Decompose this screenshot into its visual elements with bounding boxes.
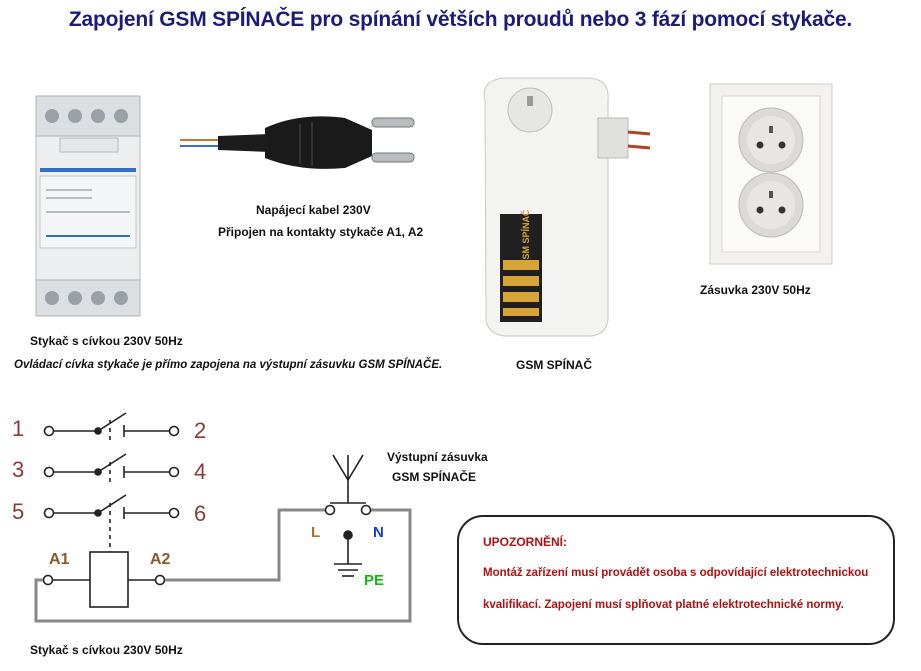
gsm-brand-label: GSM SPÍNAČ (520, 209, 531, 267)
power-cable-image (180, 116, 415, 169)
terminal-label-3: 3 (12, 457, 25, 482)
pin-pe (343, 530, 353, 540)
cable-caption-line2: Připojen na kontakty stykače A1, A2 (218, 225, 424, 239)
pin-label-l: L (311, 524, 321, 541)
warning-line1: Montáž zařízení musí provádět osoba s od… (483, 567, 869, 579)
coil-label-a1: A1 (49, 551, 70, 568)
terminal-label-6: 6 (194, 501, 207, 526)
warning-line2: kvalifikací. Zapojení musí splňovat plat… (483, 599, 844, 611)
output-socket-symbol (324, 454, 372, 577)
gsm-caption: GSM SPÍNAČ (516, 358, 593, 372)
coil-symbol (89, 551, 129, 608)
output-wiring (34, 508, 412, 623)
warning-box: UPOZORNĚNÍ: Montáž zařízení musí provádě… (457, 515, 895, 645)
page-title: Zapojení GSM SPÍNAČE pro spínání větších… (68, 8, 853, 31)
contactor-caption: Stykač s cívkou 230V 50Hz (30, 334, 183, 348)
gsm-switch-image: GSM SPÍNAČ (483, 77, 651, 337)
terminal-label-4: 4 (194, 459, 207, 484)
contactor-image (35, 95, 141, 317)
coil-label-a2: A2 (150, 551, 171, 568)
pin-label-n: N (373, 524, 384, 541)
terminal-label-2: 2 (194, 418, 207, 443)
socket-caption: Zásuvka 230V 50Hz (700, 283, 811, 297)
contact-1-2 (43, 412, 180, 437)
pin-n (360, 504, 372, 516)
output-label-line2: GSM SPÍNAČE (392, 470, 477, 484)
terminal-a1 (42, 574, 54, 586)
warning-heading: UPOZORNĚNÍ: (483, 535, 567, 549)
output-label-line1: Výstupní zásuvka (387, 450, 488, 464)
coil-note: Ovládací cívka stykače je přímo zapojena… (14, 359, 443, 371)
schematic-caption: Stykač s cívkou 230V 50Hz (30, 643, 183, 657)
contactor-schematic (42, 412, 180, 608)
contact-5-6 (43, 494, 180, 519)
terminal-a2 (154, 574, 166, 586)
cable-caption-line1: Napájecí kabel 230V (256, 203, 371, 217)
contact-3-4 (43, 453, 180, 478)
pin-label-pe: PE (364, 572, 385, 589)
wall-socket-image (709, 83, 833, 265)
terminal-label-1: 1 (12, 416, 25, 441)
terminal-label-5: 5 (12, 499, 25, 524)
pin-l (324, 504, 336, 516)
